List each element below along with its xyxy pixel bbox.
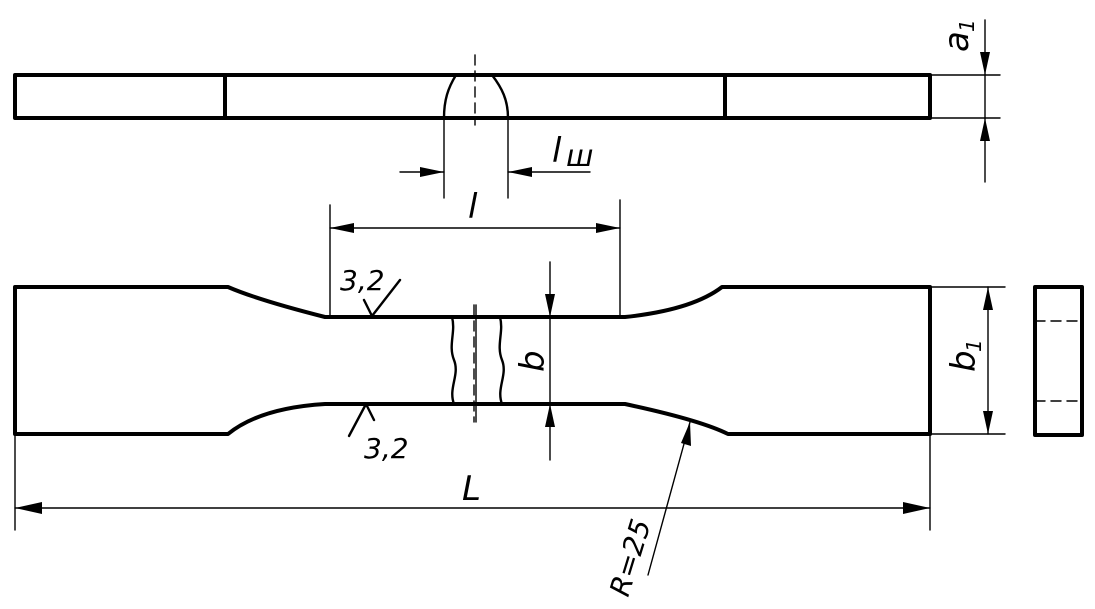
weld-bead-right [490, 73, 510, 120]
radius-leader [647, 421, 691, 576]
end-view [1033, 285, 1084, 437]
lw-label: l [552, 131, 562, 171]
roughness-symbol-top [362, 278, 402, 318]
radius-arrow [681, 422, 691, 446]
weld-bead-left [442, 73, 458, 120]
L-label: L [462, 469, 481, 509]
b1-label-sub: 1 [962, 339, 986, 352]
end-view-outline [1033, 285, 1084, 437]
weld-zone-line-right [498, 315, 505, 406]
radius-label: R=25 [603, 515, 658, 600]
roughness-label-top: 3,2 [340, 264, 385, 297]
weld-zone-line-left [450, 315, 457, 406]
lw-arrow-right [508, 167, 532, 177]
a1-label-sub: 1 [955, 19, 979, 32]
a1-arrow-bottom [980, 118, 990, 141]
a1-arrow-top [980, 52, 990, 75]
b1-label: b [944, 350, 984, 372]
plan-view: l b b 1 L R=25 [13, 187, 1006, 600]
l-label: l [468, 187, 478, 227]
L-arrow-left [15, 502, 42, 514]
specimen-outline [13, 285, 932, 436]
b-arrow-top [545, 294, 555, 317]
roughness-symbol-bottom [347, 402, 376, 438]
lw-arrow-left [420, 167, 444, 177]
b-label: b [513, 350, 553, 372]
l-arrow-left [330, 223, 354, 233]
b-arrow-bottom [545, 404, 555, 427]
side-view: l ш a 1 [13, 19, 1001, 199]
lw-label-sub: ш [566, 139, 593, 174]
l-arrow-right [596, 223, 620, 233]
a1-label: a [937, 31, 977, 52]
b1-arrow-top [983, 287, 993, 310]
roughness-label-bottom: 3,2 [364, 432, 409, 465]
b1-arrow-bottom [983, 411, 993, 434]
L-arrow-right [903, 502, 930, 514]
side-strip-outline [13, 73, 932, 120]
